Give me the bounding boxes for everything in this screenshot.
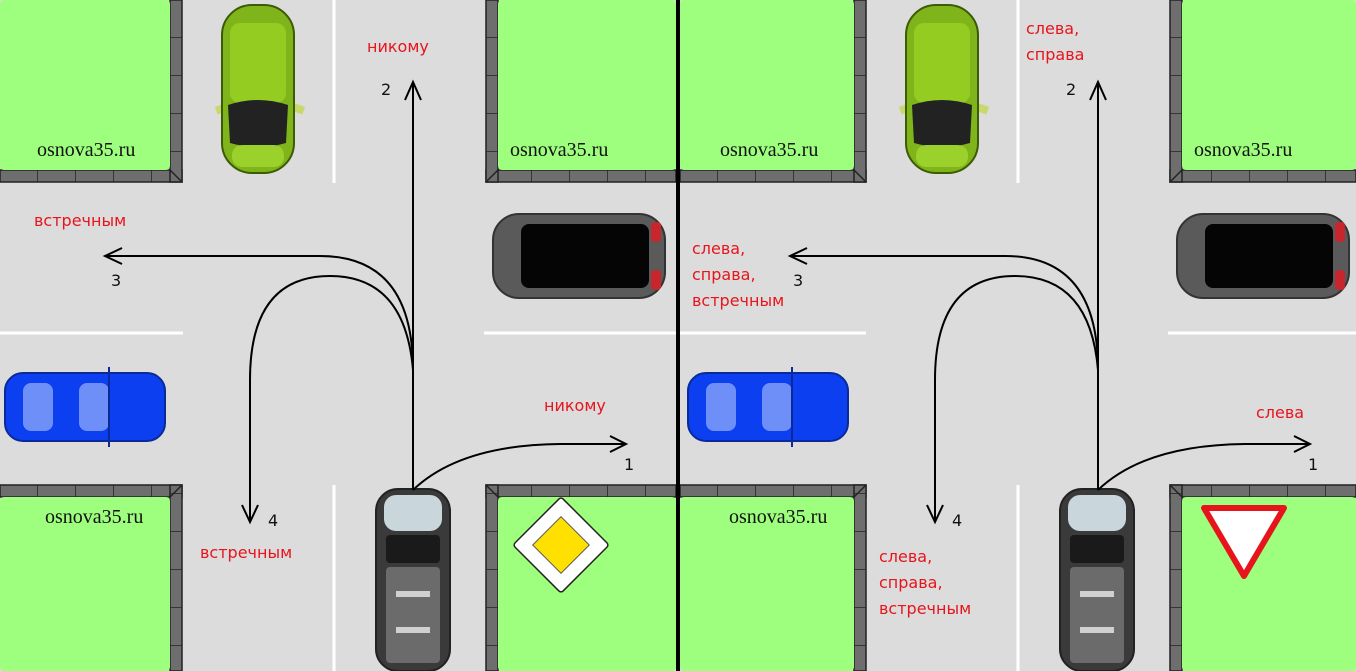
lane-markings	[680, 0, 1356, 671]
grass-block-top-left	[680, 0, 867, 183]
route-1-priority-label: слева	[1256, 403, 1305, 422]
grass-block-top-left	[0, 0, 183, 183]
route-4-number: 4	[952, 511, 963, 530]
route-arrows	[787, 79, 1313, 525]
route-3-arrow	[790, 255, 1099, 490]
main-road-sign-icon	[513, 497, 609, 593]
watermark: osnova35.ru	[729, 506, 828, 528]
grass-block-bottom-left	[0, 484, 183, 671]
green-car	[214, 4, 306, 174]
route-3-priority-label: слева, справа, встречным	[692, 239, 785, 310]
route-4-arrow	[249, 274, 414, 522]
route-1-arrow	[1097, 443, 1310, 491]
route-1-number: 1	[1308, 455, 1319, 474]
route-1-arrow	[412, 443, 626, 491]
watermark: osnova35.ru	[510, 139, 609, 161]
yield-sign-icon	[1201, 505, 1287, 579]
route-4-priority-label: встречным	[200, 543, 293, 562]
route-3-number: 3	[793, 271, 804, 290]
dark-grey-car	[1176, 213, 1350, 299]
watermark: osnova35.ru	[37, 139, 136, 161]
watermark: osnova35.ru	[1194, 139, 1293, 161]
lane-markings	[0, 0, 676, 671]
silver-minivan	[1059, 488, 1135, 671]
grass-block-top-right	[485, 0, 676, 183]
route-1-number: 1	[624, 455, 635, 474]
route-4-priority-label: слева, справа, встречным	[879, 547, 972, 618]
blue-car	[687, 367, 849, 447]
route-arrows	[102, 79, 629, 525]
blue-car	[4, 367, 166, 447]
intersection-diagram	[0, 0, 676, 671]
silver-minivan	[375, 488, 451, 671]
intersection-diagram	[680, 0, 1356, 671]
route-2-number: 2	[381, 80, 392, 99]
route-2-number: 2	[1066, 80, 1077, 99]
intersection-panel-main-road: osnova35.ru osnova35.ru osnova35.ru нико…	[0, 0, 676, 671]
route-4-number: 4	[268, 511, 279, 530]
intersection-panel-secondary-road: osnova35.ru osnova35.ru osnova35.ru слев…	[680, 0, 1356, 671]
route-3-priority-label: встречным	[34, 211, 127, 230]
route-1-priority-label: никому	[544, 396, 606, 415]
dark-grey-car	[492, 213, 666, 299]
watermark: osnova35.ru	[720, 139, 819, 161]
grass-block-top-right	[1169, 0, 1356, 183]
route-3-arrow	[105, 255, 414, 490]
green-car	[898, 4, 990, 174]
route-4-arrow	[934, 274, 1099, 522]
route-3-number: 3	[111, 271, 122, 290]
grass-block-bottom-right	[485, 484, 676, 671]
route-2-priority-label: никому	[367, 37, 429, 56]
watermark: osnova35.ru	[45, 506, 144, 528]
route-2-priority-label: слева, справа	[1026, 19, 1085, 64]
panel-divider	[676, 0, 682, 671]
grass-block-bottom-left	[680, 484, 867, 671]
